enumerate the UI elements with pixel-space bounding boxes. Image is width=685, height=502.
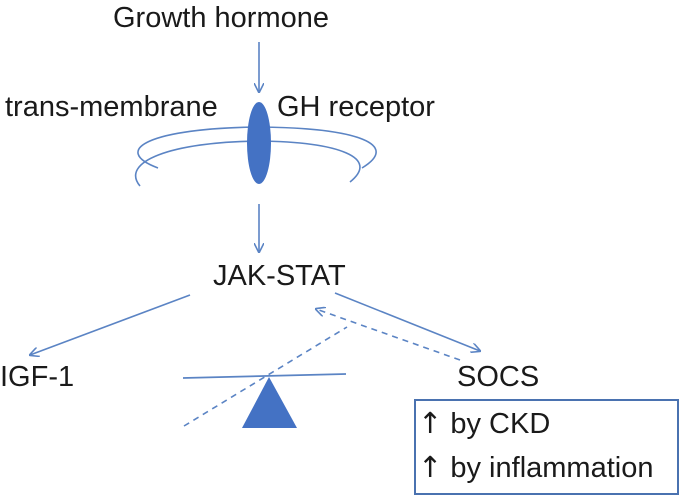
- trans-membrane-label: trans-membrane: [5, 91, 218, 123]
- balance-fulcrum: [242, 377, 297, 428]
- gh-receptor-shape: [247, 102, 271, 184]
- socs-label: SOCS: [457, 361, 540, 393]
- note-ckd-text: by CKD: [450, 408, 551, 440]
- growth-hormone-label: Growth hormone: [113, 2, 329, 34]
- note-ckd: ↑ by CKD: [418, 409, 550, 439]
- balance-beam-tilted: [183, 326, 348, 427]
- arrow-socs-inhibits-jakstat: [316, 309, 461, 361]
- gh-receptor-label: GH receptor: [277, 91, 435, 123]
- up-arrow-icon: ↑: [418, 450, 443, 484]
- balance-beam: [182, 373, 347, 379]
- note-inflammation-text: by inflammation: [450, 452, 654, 484]
- jak-stat-label: JAK-STAT: [213, 260, 346, 292]
- socs-regulation-box: ↑ by CKD ↑ by inflammation: [414, 399, 679, 495]
- note-inflammation: ↑ by inflammation: [418, 453, 653, 483]
- arrow-jakstat-to-socs: [334, 292, 480, 351]
- arrow-jakstat-to-igf1: [30, 294, 191, 355]
- up-arrow-icon: ↑: [418, 406, 443, 440]
- igf1-label: IGF-1: [0, 361, 75, 393]
